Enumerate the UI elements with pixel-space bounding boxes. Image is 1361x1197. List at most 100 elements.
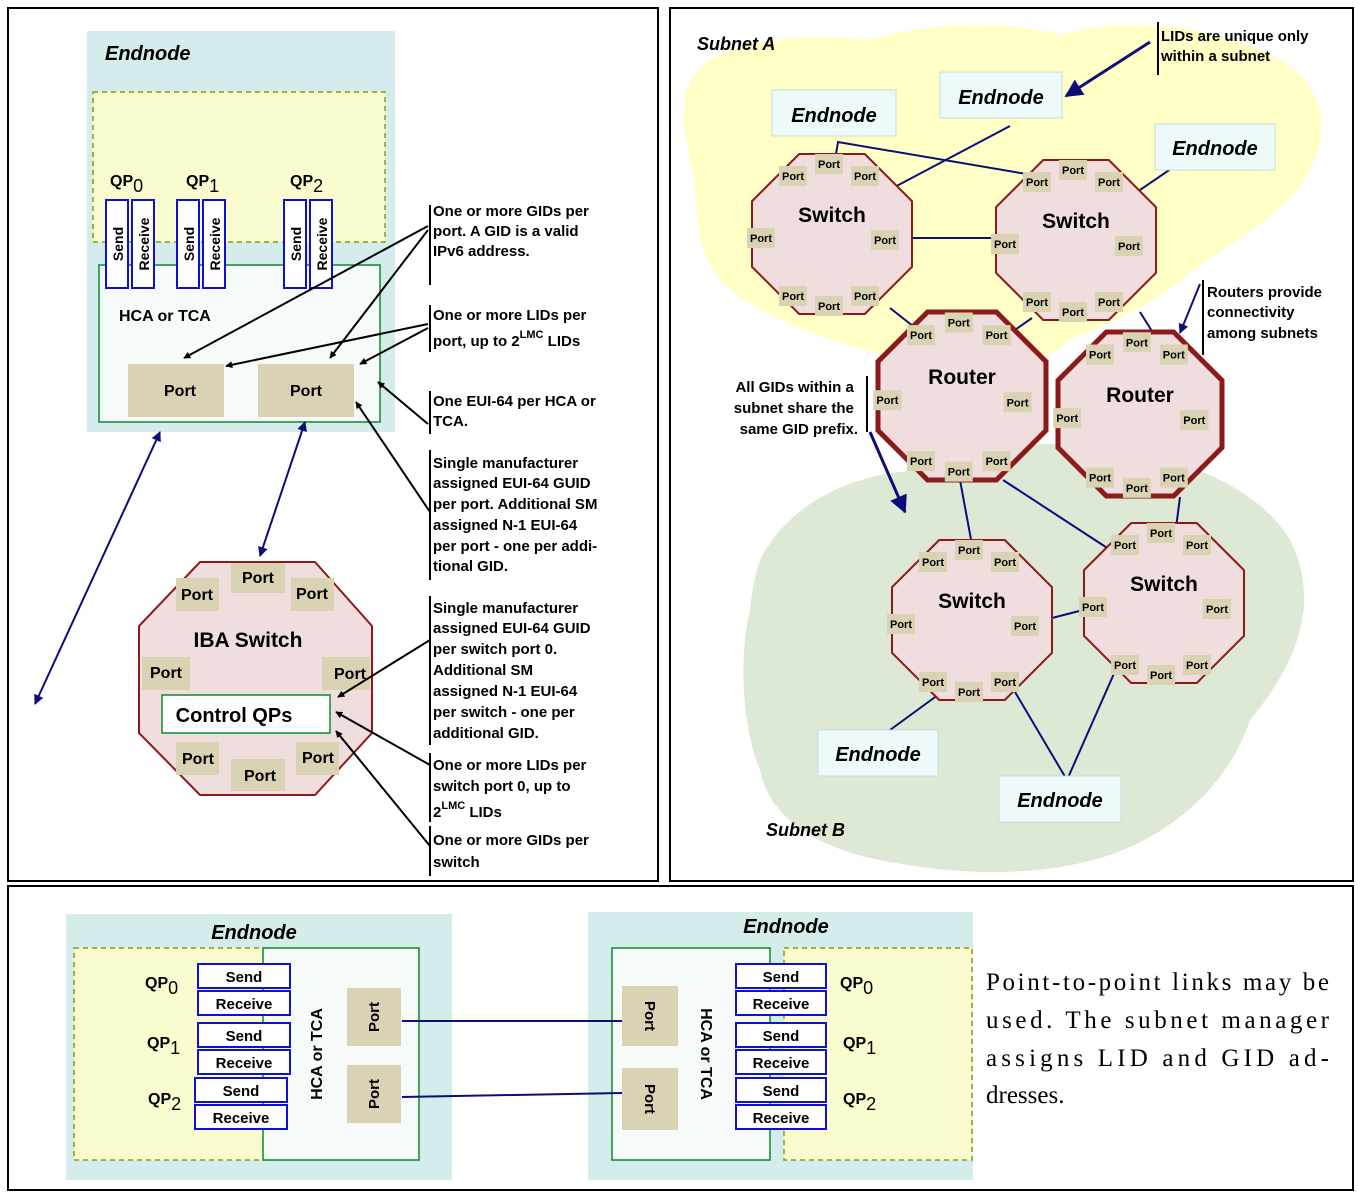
switch-b1-port <box>919 672 947 692</box>
p3-right-qp1-send-label: Send <box>763 1028 800 1045</box>
note-lid-arrow <box>1064 40 1151 98</box>
endnode-a2 <box>939 71 1063 119</box>
switch-b1-port-label: Port <box>994 557 1016 569</box>
qp2-group: QP2 Send Receive <box>283 173 333 289</box>
p3-left-port-2-label: Port <box>366 1079 383 1109</box>
switch-a2-port-label: Port <box>1118 241 1140 253</box>
switch-a2-body <box>995 159 1157 321</box>
endnode-b1-label: Endnode <box>835 744 921 766</box>
sw-port <box>296 742 339 775</box>
p3-right-qp0-send-queue <box>735 963 827 989</box>
router-2-title: Router <box>1106 384 1174 407</box>
panel2-notes: LIDs are unique only within a subnet Rou… <box>734 22 1322 514</box>
switch-b1-port <box>919 552 947 572</box>
switch-b2-port <box>1183 655 1211 675</box>
endnode-b1 <box>817 729 939 777</box>
p3-right-qp2-send-label: Send <box>763 1083 800 1100</box>
p3-right-port-1 <box>622 986 678 1046</box>
switch-b1-port <box>887 614 915 634</box>
p3-right-qp1-send-queue <box>735 1022 827 1048</box>
note-gid-prefix: All GIDs within a subnet share the same … <box>734 379 858 438</box>
router-2-port <box>1122 477 1151 498</box>
sw-port-label: Port <box>244 768 277 785</box>
switch-b2-port-label: Port <box>1082 602 1104 614</box>
switch-b2-port <box>1111 655 1139 675</box>
switch-b1-port <box>991 672 1019 692</box>
router-2-port-label: Port <box>1089 473 1111 485</box>
endnode-b2 <box>998 775 1122 823</box>
router-2-port-label: Port <box>1183 415 1205 427</box>
router-2-port <box>1122 332 1151 353</box>
qp1-send-label: Send <box>181 227 197 261</box>
endnode-a3-label: Endnode <box>1172 138 1258 160</box>
qp0-receive-queue <box>131 199 155 289</box>
endnode-a1 <box>771 89 897 137</box>
p3-right-qp0-receive-label: Receive <box>753 996 810 1013</box>
sw-port <box>291 578 334 611</box>
switch-a2-port <box>1095 292 1123 312</box>
sw-port-label: Port <box>334 666 367 683</box>
router-1-port <box>907 451 935 472</box>
router-2-body <box>1055 329 1225 499</box>
qp1-label: QP1 <box>186 173 219 196</box>
endnode-a3 <box>1154 123 1276 171</box>
switch-b2-port <box>1203 599 1231 619</box>
p3-right-port-2-label: Port <box>641 1084 658 1114</box>
p3-left-qp1-send-label: Send <box>226 1028 263 1045</box>
switch-a1-port-label: Port <box>854 171 876 183</box>
sw-port-label: Port <box>242 570 275 587</box>
switch-b1-title: Switch <box>938 590 1006 613</box>
switch-a2-port-label: Port <box>1062 307 1084 319</box>
router-1-title: Router <box>928 366 996 389</box>
router-1-port-label: Port <box>986 330 1008 342</box>
router-2-port <box>1086 344 1114 365</box>
control-qps-label: Control QPs <box>176 705 293 727</box>
switch-b1-port-label: Port <box>1014 621 1036 633</box>
switch-a1-port <box>851 286 879 306</box>
router-2-port-label: Port <box>1126 483 1148 495</box>
p3-left-qp1-receive-label: Receive <box>216 1055 273 1072</box>
subnet-a-label: Subnet A <box>697 34 775 54</box>
note-lid-port: One or more LIDs per port, up to 2LMC LI… <box>433 307 591 350</box>
qp2-label: QP2 <box>290 173 323 196</box>
sw-port-label: Port <box>182 751 215 768</box>
p3-left-qp2-receive-label: Receive <box>213 1110 270 1127</box>
switch-b2-body <box>1083 522 1245 684</box>
router-1-port <box>873 390 902 411</box>
switch-a1-port <box>815 154 843 174</box>
router-2-port-label: Port <box>1056 413 1078 425</box>
switch-b2-port-label: Port <box>1150 528 1172 540</box>
sw-port-label: Port <box>181 587 214 604</box>
switch-b1-port-label: Port <box>994 677 1016 689</box>
p3-right-qp0-receive-queue <box>735 990 827 1016</box>
router-1-port <box>944 461 973 482</box>
switch-a1-port <box>779 166 807 186</box>
panel1-endnode: Endnode HCA or TCA QP0 Send Receive QP1 … <box>87 31 395 432</box>
router-1-port-label: Port <box>876 395 898 407</box>
endnode-a2-label: Endnode <box>958 87 1044 109</box>
switch-b2-port <box>1147 665 1175 685</box>
switch-b2-port <box>1079 597 1107 617</box>
panel1-notes: One or more GIDs per port. A GID is a va… <box>433 203 597 871</box>
qp1-receive-queue <box>202 199 226 289</box>
router-2-port-label: Port <box>1163 350 1185 362</box>
qp0-send-queue <box>105 199 129 289</box>
switch-a2-title: Switch <box>1042 210 1110 233</box>
panel2-endnodes: Endnode Endnode Endnode Endnode Endnode <box>771 71 1276 823</box>
switch-b1-port <box>1011 616 1039 636</box>
qp2-send-label: Send <box>288 227 304 261</box>
p3-left-qp1-label: QP1 <box>147 1035 180 1058</box>
switch-a2-port-label: Port <box>1026 177 1048 189</box>
p3-right-qp2-receive-label: Receive <box>753 1110 810 1127</box>
p3-left-qp2-label: QP2 <box>148 1091 181 1114</box>
iba-switch: IBA Switch Port Port Port Port Port Cont… <box>138 561 373 796</box>
p3-right-qp1-receive-queue <box>735 1049 827 1075</box>
p3-left-qp0-label: QP0 <box>145 975 178 998</box>
qp0-receive-label: Receive <box>136 217 152 270</box>
switch-a2-port <box>991 234 1019 254</box>
note-lid-switch: One or more LIDs per switch port 0, up t… <box>433 757 591 821</box>
router-1-port-label: Port <box>986 456 1008 468</box>
switch-a1-port-label: Port <box>818 301 840 313</box>
switch-a1-port <box>871 230 899 250</box>
